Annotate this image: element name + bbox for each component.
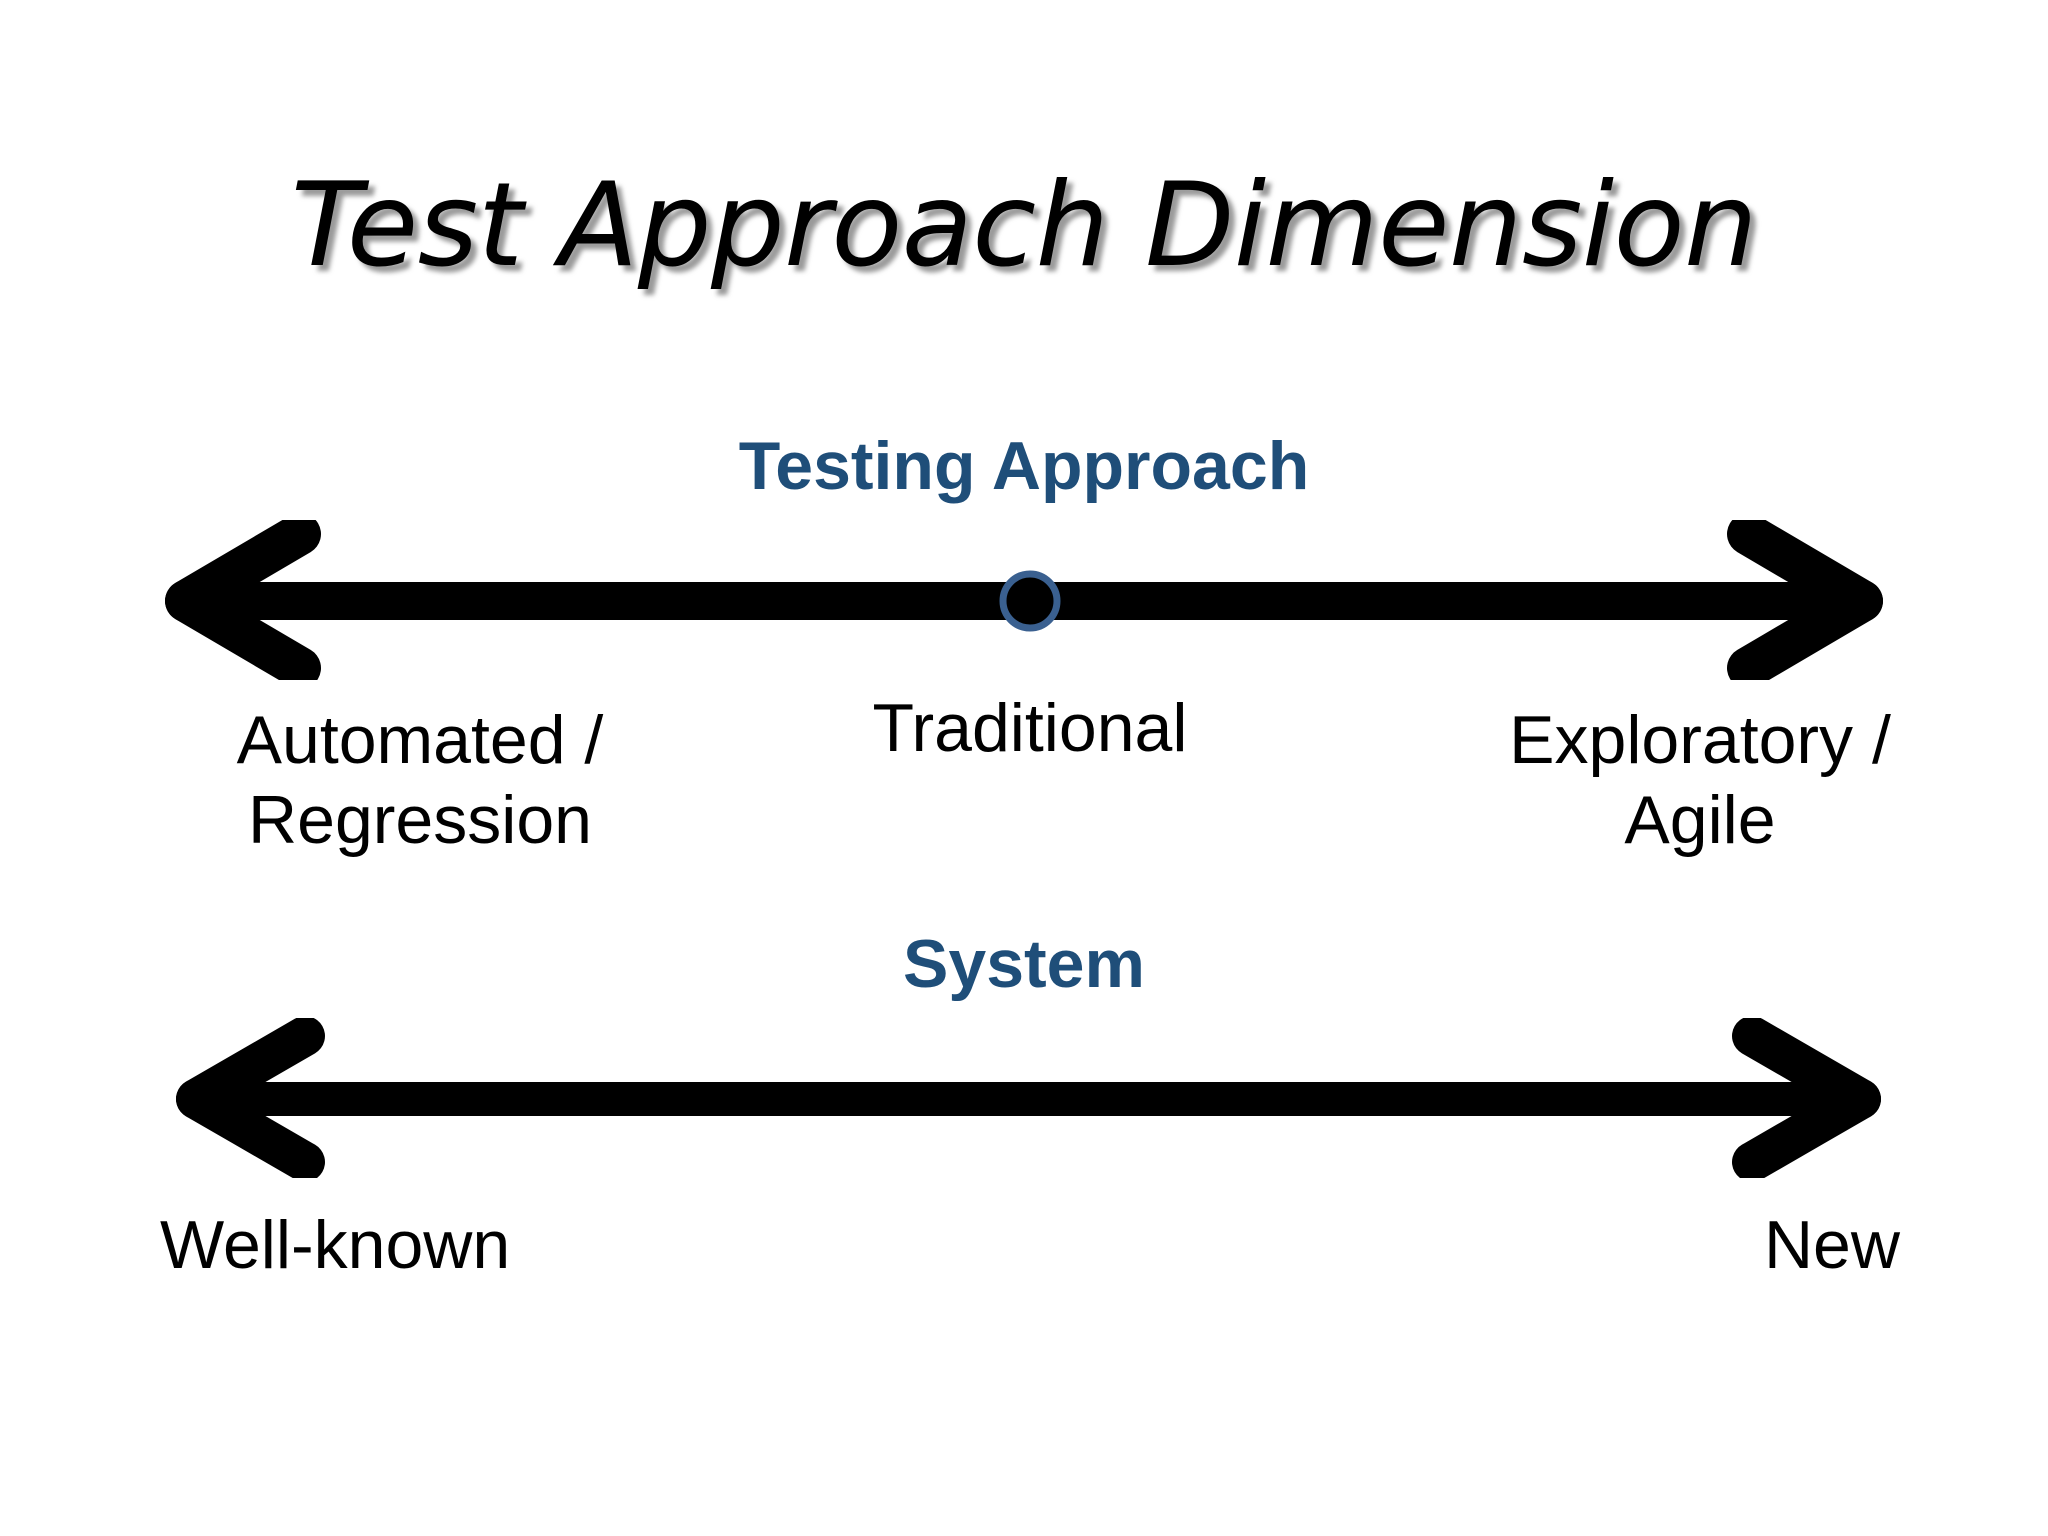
double-headed-arrow-icon [176, 1018, 1881, 1178]
axis-system [0, 1018, 2048, 1178]
axis-label-left-system: Well-known [160, 1207, 511, 1283]
axis-marker-traditional[interactable] [999, 570, 1061, 632]
arrowhead-left-icon [165, 520, 321, 680]
axis-label-right-system: New [1763, 1207, 1900, 1283]
axis-label-center-testing-approach: Traditional [872, 690, 1188, 766]
arrowhead-left-icon [176, 1018, 325, 1178]
axis-testing-approach [0, 520, 2048, 680]
page-title: Test Approach Dimension [290, 158, 1758, 293]
section-heading-system: System [903, 926, 1145, 1002]
axis-label-right-testing-approach: Exploratory / Agile [1509, 702, 1891, 859]
section-heading-testing-approach: Testing Approach [738, 428, 1310, 504]
arrowhead-right-icon [1732, 1018, 1881, 1178]
axis-shaft [205, 1082, 1855, 1116]
axis-label-left-testing-approach: Automated / Regression [236, 702, 604, 859]
double-headed-arrow-icon [165, 520, 1883, 680]
arrowhead-right-icon [1727, 520, 1883, 680]
